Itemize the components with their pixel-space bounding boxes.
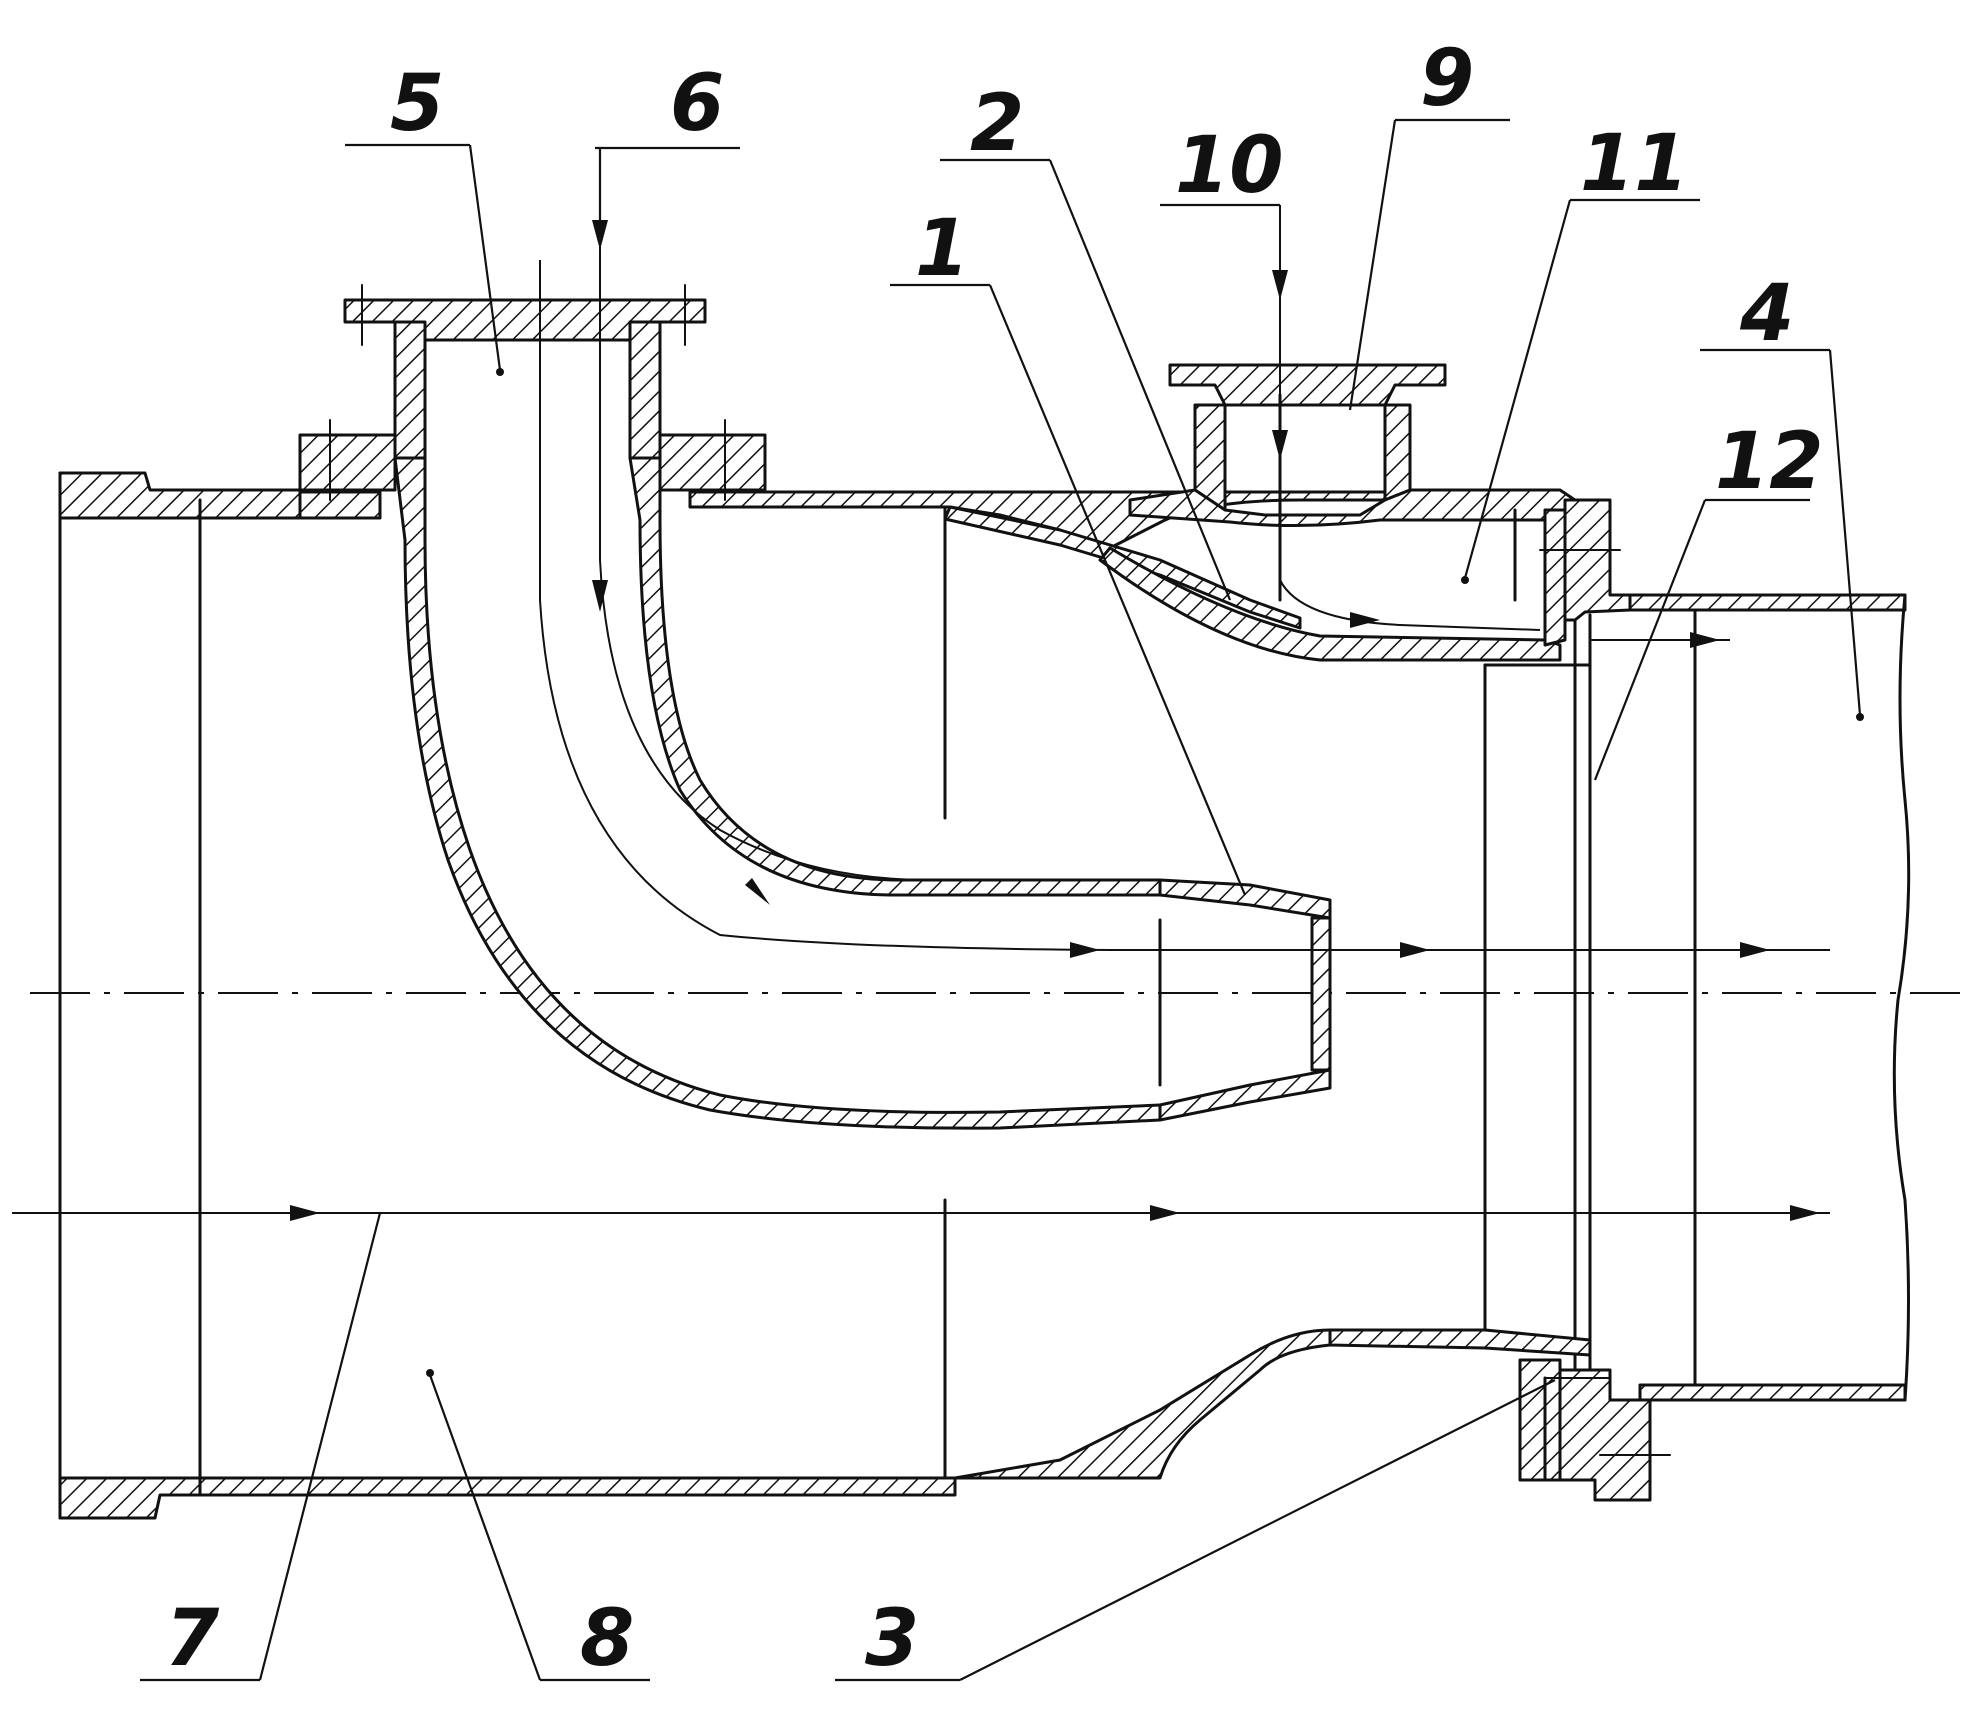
flow-arrows [290, 220, 1820, 1221]
arrow-callout-6-down [592, 220, 608, 250]
callout-3: 3 [865, 1594, 919, 1684]
arrow-callout-10-down [1272, 270, 1288, 300]
mixing-chamber-and-outlet-4 [943, 593, 1911, 1502]
callout-11: 11 [1580, 119, 1689, 209]
auxiliary-nozzle-chamber [1098, 205, 1632, 662]
callout-12: 12 [1715, 417, 1824, 507]
arrow-nozzle-1 [1070, 942, 1100, 958]
arrow-aux-out [1690, 632, 1720, 648]
callout-7: 7 [165, 1594, 220, 1684]
callout-8: 8 [580, 1594, 634, 1684]
callout-2: 2 [970, 79, 1024, 169]
callout-6: 6 [670, 59, 724, 149]
arrow-out-lower [1790, 1205, 1820, 1221]
arrow-inlet-lower [290, 1205, 320, 1221]
bent-nozzle-pipe [298, 180, 1830, 1130]
callout-10: 10 [1175, 121, 1284, 211]
arrow-mid-lower [1150, 1205, 1180, 1221]
callout-9: 9 [1420, 34, 1474, 124]
arrow-bend-turn [745, 878, 770, 905]
callout-leaders [140, 118, 1864, 1682]
callout-5: 5 [390, 59, 444, 149]
callout-labels: 5 6 2 9 10 11 1 4 12 7 8 3 [165, 34, 1824, 1684]
arrow-aux-channel [1350, 612, 1380, 628]
callout-4: 4 [1739, 269, 1794, 359]
arrow-bend-inlet [592, 580, 608, 612]
callout-1: 1 [915, 204, 969, 294]
arrow-aux-inlet [1272, 430, 1288, 460]
arrow-nozzle-3 [1740, 942, 1770, 958]
arrow-nozzle-2 [1400, 942, 1430, 958]
